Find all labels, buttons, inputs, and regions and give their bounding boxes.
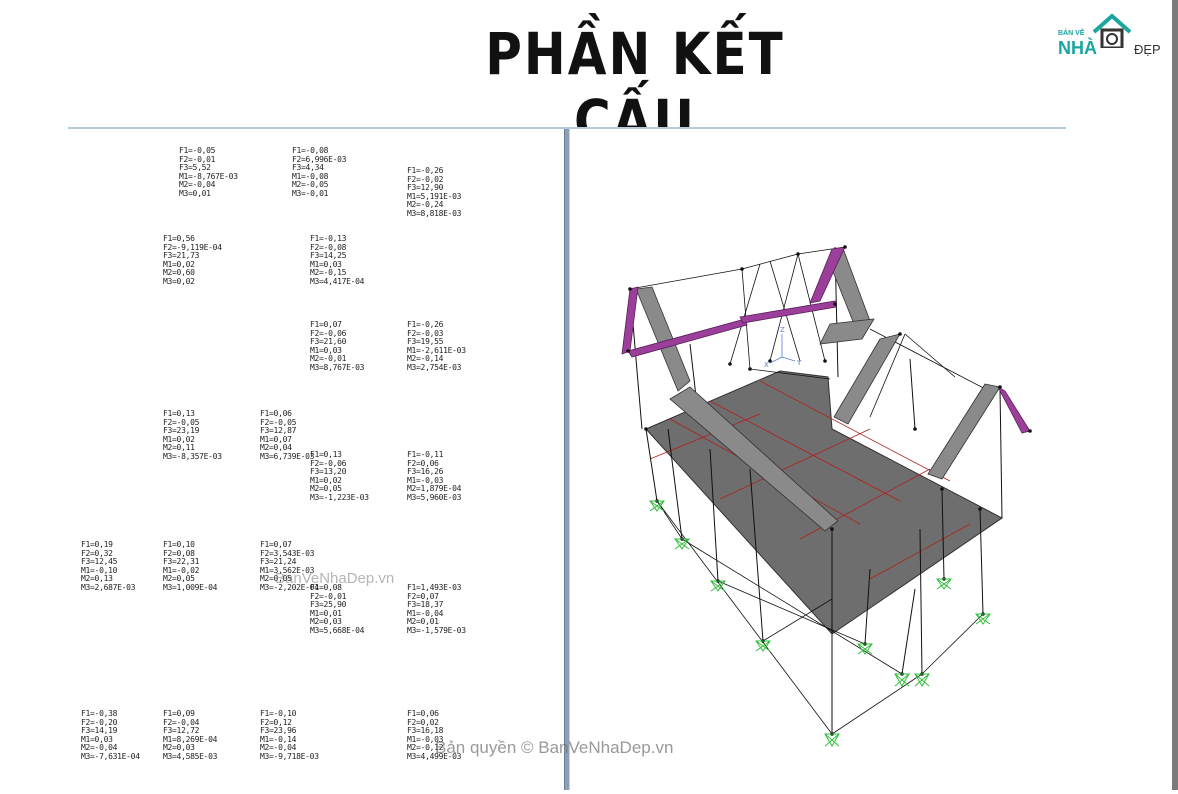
reaction-label: F1=0,13 F2=-0,05 F3=23,19 M1=0,02 M2=0,1…: [163, 409, 222, 461]
reaction-label: F1=-0,08 F2=6,996E-03 F3=4,34 M1=-0,08 M…: [292, 146, 347, 198]
reaction-label: F1=0,56 F2=-9,119E-04 F3=21,73 M1=0,02 M…: [163, 234, 222, 286]
reaction-label: F1=0,07 F2=3,543E-03 F3=21,24 M1=3,562E-…: [260, 540, 319, 592]
right-edge-bar: [1172, 0, 1178, 790]
reaction-label: F1=0,09 F2=-0,04 F3=12,72 M1=8,269E-04 M…: [163, 709, 218, 761]
axis-triad-icon: [769, 334, 796, 364]
reaction-label: F1=-0,05 F2=-0,01 F3=5,52 M1=-8,767E-03 …: [179, 146, 238, 198]
axis-y-label: Y: [796, 359, 802, 367]
reaction-label: F1=0,19 F2=0,32 F3=12,45 M1=-0,10 M2=0,1…: [81, 540, 136, 592]
house-logo-icon: [1092, 13, 1132, 48]
reaction-label: F1=-0,38 F2=-0,20 F3=14,19 M1=0,03 M2=-0…: [81, 709, 140, 761]
watermark-bottom: Bản quyền © BanVeNhaDep.vn: [435, 738, 674, 757]
reaction-label: F1=-0,11 F2=0,06 F3=16,26 M1=-0,03 M2=1,…: [407, 450, 462, 502]
reaction-label: F1=0,06 F2=0,02 F3=16,18 M1=-0,03 M2=-0,…: [407, 709, 462, 761]
logo-dep-text: ĐẸP: [1134, 42, 1161, 57]
structure-model: Z X Y: [621, 245, 1032, 747]
logo-small-text: BẢN VẼ: [1058, 30, 1085, 37]
reactions-panel[interactable]: F1=-0,05 F2=-0,01 F3=5,52 M1=-8,767E-03 …: [68, 129, 564, 790]
reaction-label: F1=0,13 F2=-0,06 F3=13,20 M1=0,02 M2=0,0…: [310, 450, 369, 502]
reaction-label: F1=0,06 F2=-0,05 F3=12,87 M1=0,07 M2=0,0…: [260, 409, 315, 461]
reaction-label: F1=-0,26 F2=-0,02 F3=12,90 M1=5,191E-03 …: [407, 166, 462, 218]
support-icons: [649, 500, 991, 747]
top-rule: [68, 127, 1066, 129]
reaction-label: F1=-0,13 F2=-0,08 F3=14,25 M1=0,03 M2=-0…: [310, 234, 365, 286]
reaction-label: F1=0,10 F2=0,08 F3=22,31 M1=-0,02 M2=0,0…: [163, 540, 218, 592]
page-title: PHẦN KẾT CẤU: [485, 21, 785, 155]
logo-big-text: NHÀ: [1058, 38, 1097, 58]
model-3d-viewport[interactable]: Z X Y: [570, 129, 1066, 790]
reaction-label: F1=-0,10 F2=0,12 F3=23,96 M1=-0,14 M2=-0…: [260, 709, 319, 761]
axis-z-label: Z: [780, 326, 785, 334]
watermark-center: BanVeNhaDep.vn: [275, 570, 395, 587]
roof-purple-edges: [621, 246, 1031, 434]
panel-splitter[interactable]: [564, 129, 570, 790]
site-logo: BẢN VẼ NHÀ ĐẸP: [1058, 12, 1168, 62]
frame-lines: [627, 246, 996, 735]
axis-x-label: X: [764, 361, 769, 369]
reaction-label: F1=1,493E-03 F2=0,07 F3=18,37 M1=-0,04 M…: [407, 583, 466, 635]
columns: [629, 246, 1003, 734]
reaction-label: F1=0,08 F2=-0,01 F3=25,90 M1=0,01 M2=0,0…: [310, 583, 365, 635]
reaction-label: F1=0,07 F2=-0,06 F3=21,60 M1=0,03 M2=-0,…: [310, 320, 365, 372]
roof-rafters: [635, 250, 1001, 532]
reaction-label: F1=-0,26 F2=-0,03 F3=19,55 M1=-2,611E-03…: [407, 320, 466, 372]
